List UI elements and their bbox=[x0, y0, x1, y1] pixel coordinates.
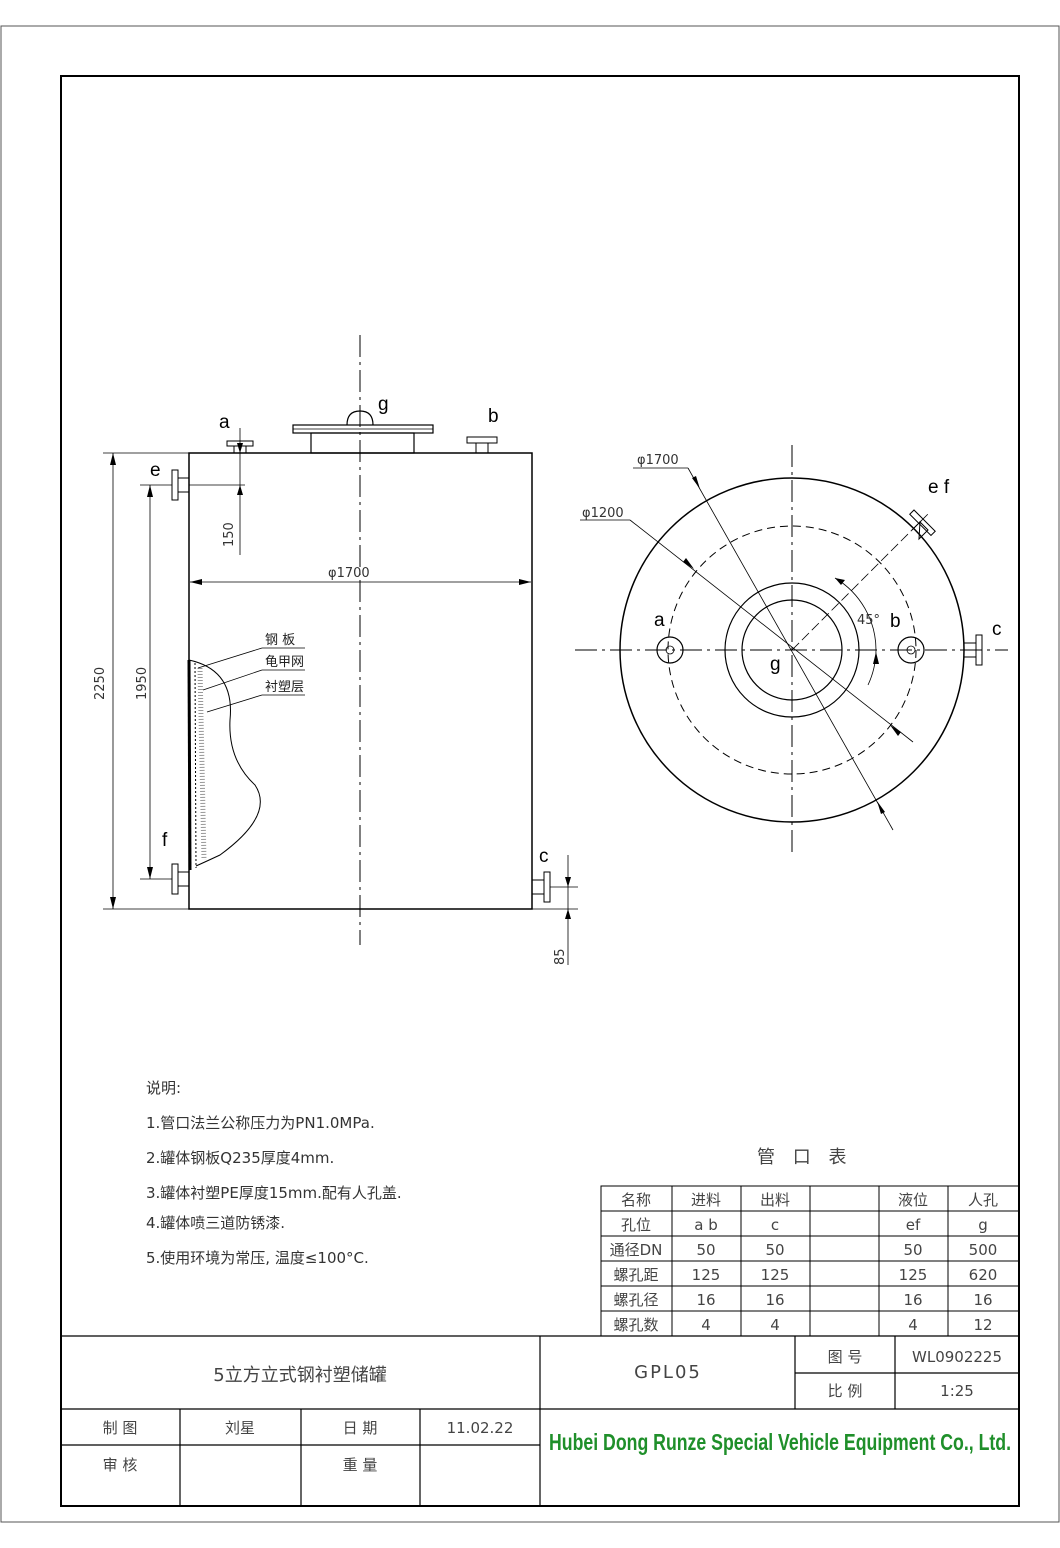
note-item: 5.使用环境为常压, 温度≤100°C. bbox=[146, 1249, 369, 1267]
table-cell: 50 bbox=[765, 1241, 784, 1259]
layer-steel: 钢 板 bbox=[265, 633, 295, 648]
label-a: a bbox=[219, 412, 230, 433]
plan-label-c: c bbox=[992, 619, 1002, 640]
table-cell: c bbox=[771, 1216, 779, 1234]
scale-label: 比 例 bbox=[828, 1382, 863, 1400]
nozzle-table-cells: 名称 进料 出料 液位 人孔 孔位 a b c ef g 通径DN 50 50 … bbox=[610, 1191, 998, 1334]
outer-border bbox=[0, 25, 1060, 1523]
notes-heading: 说明: bbox=[146, 1079, 181, 1097]
note-item: 3.罐体衬塑PE厚度15mm.配有人孔盖. bbox=[146, 1184, 402, 1202]
layer-mesh: 龟甲网 bbox=[265, 655, 304, 670]
table-cell: 4 bbox=[908, 1316, 918, 1334]
nozzle-table-title: 管 口 表 bbox=[757, 1147, 852, 1168]
plan-label-ef: e f bbox=[928, 477, 950, 498]
table-cell: 125 bbox=[761, 1266, 790, 1284]
scale-value: 1:25 bbox=[940, 1382, 974, 1400]
table-header: 人孔 bbox=[968, 1191, 998, 1209]
dim-height-total: 2250 bbox=[93, 667, 108, 700]
product-name: 5立方立式钢衬塑储罐 bbox=[213, 1365, 386, 1386]
table-cell: 螺孔径 bbox=[613, 1291, 658, 1309]
table-header: 液位 bbox=[898, 1191, 928, 1209]
drawn-label: 制 图 bbox=[103, 1419, 138, 1437]
plan-label-g: g bbox=[770, 654, 781, 675]
notes: 说明: 1.管口法兰公称压力为PN1.0MPa. 2.罐体钢板Q235厚度4mm… bbox=[146, 1079, 402, 1267]
table-cell: 4 bbox=[701, 1316, 711, 1334]
table-cell: 4 bbox=[770, 1316, 780, 1334]
table-cell: g bbox=[978, 1216, 988, 1234]
drawing-no: WL0902225 bbox=[912, 1348, 1002, 1366]
note-item: 4.罐体喷三道防锈漆. bbox=[146, 1214, 285, 1232]
layer-lining: 衬塑层 bbox=[265, 680, 304, 695]
title-block: 5立方立式钢衬塑储罐 GPL05 图 号 WL0902225 比 例 1:25 … bbox=[103, 1348, 1011, 1474]
note-item: 2.罐体钢板Q235厚度4mm. bbox=[146, 1149, 334, 1167]
dim-angle: 45° bbox=[857, 613, 880, 628]
table-cell: 50 bbox=[903, 1241, 922, 1259]
nozzle-table-grid bbox=[600, 1185, 1020, 1337]
title-block-grid bbox=[61, 1335, 1019, 1506]
label-g: g bbox=[378, 394, 389, 415]
dim-diameter-bolt: φ1200 bbox=[582, 506, 624, 521]
label-e: e bbox=[150, 460, 161, 481]
label-c: c bbox=[539, 846, 549, 867]
checked-label: 审 核 bbox=[103, 1456, 138, 1474]
table-cell: 螺孔数 bbox=[613, 1316, 658, 1334]
table-cell: ef bbox=[906, 1216, 921, 1234]
table-cell: 16 bbox=[765, 1291, 784, 1309]
dim-height-liquid: 1950 bbox=[135, 667, 150, 700]
drawing-no-label: 图 号 bbox=[828, 1348, 863, 1366]
plan-label-a: a bbox=[654, 610, 665, 631]
table-header: 出料 bbox=[760, 1191, 790, 1209]
dim-bottom-offset: 85 bbox=[553, 948, 568, 965]
dim-diameter-outer: φ1700 bbox=[637, 453, 679, 468]
table-cell: 16 bbox=[903, 1291, 922, 1309]
weight-label: 重 量 bbox=[343, 1456, 378, 1474]
front-elevation bbox=[103, 335, 578, 965]
drawn-by: 刘星 bbox=[225, 1419, 255, 1437]
label-b: b bbox=[488, 406, 499, 427]
table-cell: 620 bbox=[969, 1266, 998, 1284]
table-cell: a b bbox=[694, 1216, 717, 1234]
plan-label-b: b bbox=[890, 611, 901, 632]
label-f: f bbox=[162, 830, 168, 851]
company-name: Hubei Dong Runze Special Vehicle Equipme… bbox=[549, 1429, 1011, 1455]
table-cell: 16 bbox=[696, 1291, 715, 1309]
table-cell: 125 bbox=[899, 1266, 928, 1284]
table-cell: 12 bbox=[973, 1316, 992, 1334]
table-cell: 螺孔距 bbox=[613, 1266, 658, 1284]
date-label: 日 期 bbox=[343, 1419, 378, 1437]
table-header: 名称 bbox=[621, 1191, 651, 1209]
table-cell: 50 bbox=[696, 1241, 715, 1259]
table-cell: 孔位 bbox=[621, 1216, 651, 1234]
table-cell: 16 bbox=[973, 1291, 992, 1309]
model-number: GPL05 bbox=[634, 1362, 702, 1383]
table-cell: 500 bbox=[969, 1241, 998, 1259]
dim-top-offset: 150 bbox=[222, 522, 237, 547]
note-item: 1.管口法兰公称压力为PN1.0MPa. bbox=[146, 1114, 375, 1132]
table-header: 进料 bbox=[691, 1191, 721, 1209]
dim-diameter-side: φ1700 bbox=[328, 566, 370, 581]
plan-view bbox=[575, 445, 1008, 852]
table-cell: 通径DN bbox=[610, 1241, 663, 1259]
table-cell: 125 bbox=[692, 1266, 721, 1284]
date-value: 11.02.22 bbox=[447, 1419, 514, 1437]
